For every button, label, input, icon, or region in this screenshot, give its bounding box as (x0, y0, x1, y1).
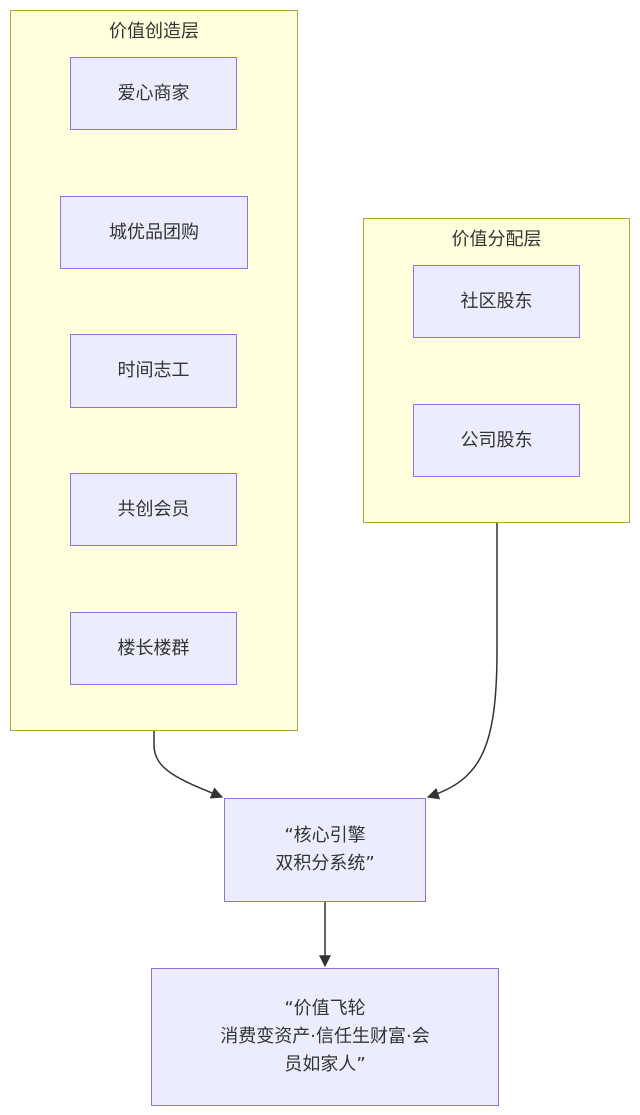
node-community-shareholder[interactable]: 社区股东 (413, 265, 580, 338)
node-building-leader[interactable]: 楼长楼群 (70, 612, 237, 685)
node-time-volunteer[interactable]: 时间志工 (70, 334, 237, 408)
node-value-flywheel[interactable]: “价值飞轮 消费变资产·信任生财富·会 员如家人” (151, 968, 499, 1106)
edge-distribution-to-core (426, 523, 498, 800)
cluster-title-value-distribution: 价值分配层 (451, 229, 542, 250)
node-core-engine[interactable]: “核心引擎 双积分系统” (224, 798, 426, 902)
cluster-title-value-creation: 价值创造层 (109, 21, 199, 42)
node-love-merchant[interactable]: 爱心商家 (70, 57, 237, 130)
node-city-group-buy[interactable]: 城优品团购 (60, 196, 248, 269)
node-company-shareholder[interactable]: 公司股东 (413, 404, 580, 477)
node-co-create-member[interactable]: 共创会员 (70, 473, 237, 546)
edge-creation-to-core (153, 731, 224, 799)
